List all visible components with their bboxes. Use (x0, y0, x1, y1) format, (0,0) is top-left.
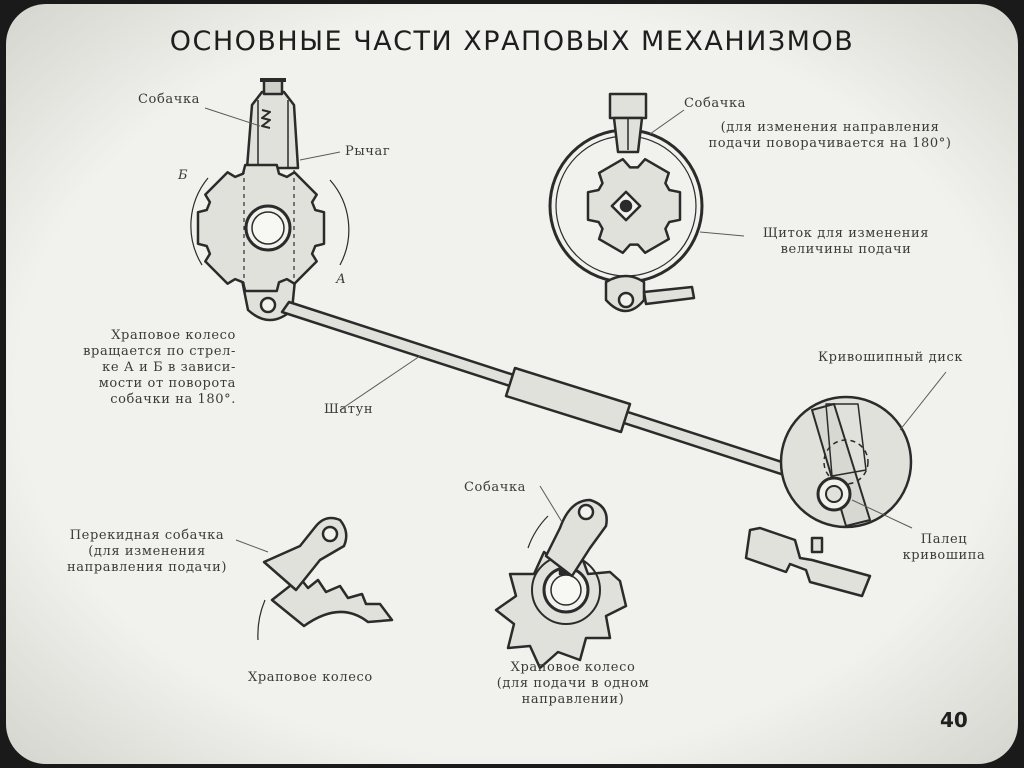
leader-lines (204, 107, 947, 553)
page-number: 40 (940, 708, 968, 732)
one-direction-ratchet (494, 498, 628, 670)
flip-pawl-assembly (257, 516, 394, 641)
label-ratchet-wheel: Храповое колесо (248, 670, 373, 685)
label-pawl-top-right-note: (для изменения направления подачи повора… (708, 120, 952, 151)
label-ratchet-one-direction: Храповое колесо (для подачи в одном напр… (496, 660, 650, 707)
label-lever: Рычаг (345, 144, 391, 159)
label-pawl-left: Собачка (138, 92, 201, 107)
label-shield-note: Щиток для изменения величины подачи (762, 226, 930, 257)
pawl-bottom (544, 498, 608, 578)
label-arrow-b: Б (178, 168, 189, 183)
label-ratchet-note: Храповое колесо вращается по стрел- ке А… (83, 328, 236, 407)
label-crank-pin: Палец кривошипа (902, 532, 986, 563)
reversible-pawl-ratchet (548, 92, 704, 313)
lever-ratchet-assembly (190, 78, 350, 322)
crank-slider-block (744, 526, 872, 598)
label-pawl-bottom: Собачка (464, 480, 527, 495)
pawl-block-top (608, 92, 648, 120)
label-arrow-a: А (336, 272, 347, 287)
label-connecting-rod: Шатун (324, 402, 374, 417)
slide-title: ОСНОВНЫЕ ЧАСТИ ХРАПОВЫХ МЕХАНИЗМОВ (169, 26, 855, 57)
label-flip-pawl: Перекидная собачка (для изменения направ… (66, 528, 228, 575)
ratchet-segment (270, 576, 394, 628)
label-pawl-top-right: Собачка (684, 96, 747, 111)
label-crank-disc: Кривошипный диск (818, 350, 964, 365)
rod-sleeve (504, 366, 632, 434)
crank-disc-assembly (744, 395, 913, 598)
pawl-housing (245, 90, 300, 170)
